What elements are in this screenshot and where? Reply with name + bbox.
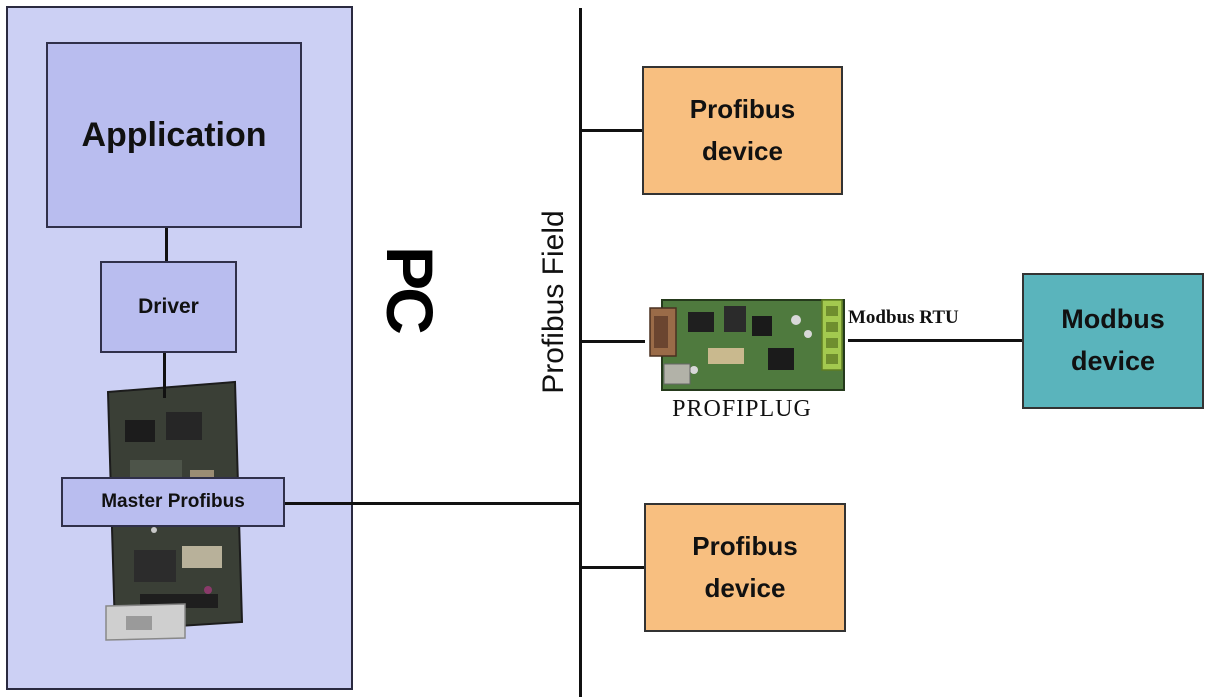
profiplug-board-photo-icon — [649, 299, 845, 391]
profibus-device-top-line1: Profibus — [689, 93, 796, 124]
branch-to-device-top — [581, 129, 642, 132]
profibus-device-bottom: Profibus device — [644, 503, 846, 632]
branch-to-device-bottom — [581, 566, 644, 569]
master-profibus-box: Master Profibus — [61, 477, 285, 527]
driver-label: Driver — [138, 295, 199, 318]
profiplug-label: PROFIPLUG — [672, 396, 812, 422]
modbus-rtu-connector — [848, 339, 1022, 342]
application-box: Application — [46, 42, 302, 228]
profibus-device-bottom-line2: device — [704, 572, 786, 603]
profibus-device-bottom-line1: Profibus — [692, 530, 798, 561]
profibus-device-top-line2: device — [702, 135, 783, 166]
master-bus-connector — [285, 502, 581, 505]
profibus-device-top: Profibus device — [642, 66, 843, 195]
profibus-field-label: Profibus Field — [537, 210, 570, 394]
driver-card-connector — [163, 353, 166, 398]
modbus-device: Modbus device — [1022, 273, 1204, 409]
modbus-device-line1: Modbus — [1061, 304, 1165, 335]
application-driver-connector — [165, 228, 168, 261]
master-profibus-label: Master Profibus — [101, 491, 245, 512]
driver-box: Driver — [100, 261, 237, 353]
application-label: Application — [81, 115, 267, 154]
branch-to-profiplug — [581, 340, 645, 343]
profibus-bus-line — [579, 8, 582, 697]
pc-label: PC — [373, 246, 447, 332]
modbus-rtu-label: Modbus RTU — [848, 307, 959, 328]
modbus-device-line2: device — [1070, 346, 1156, 376]
